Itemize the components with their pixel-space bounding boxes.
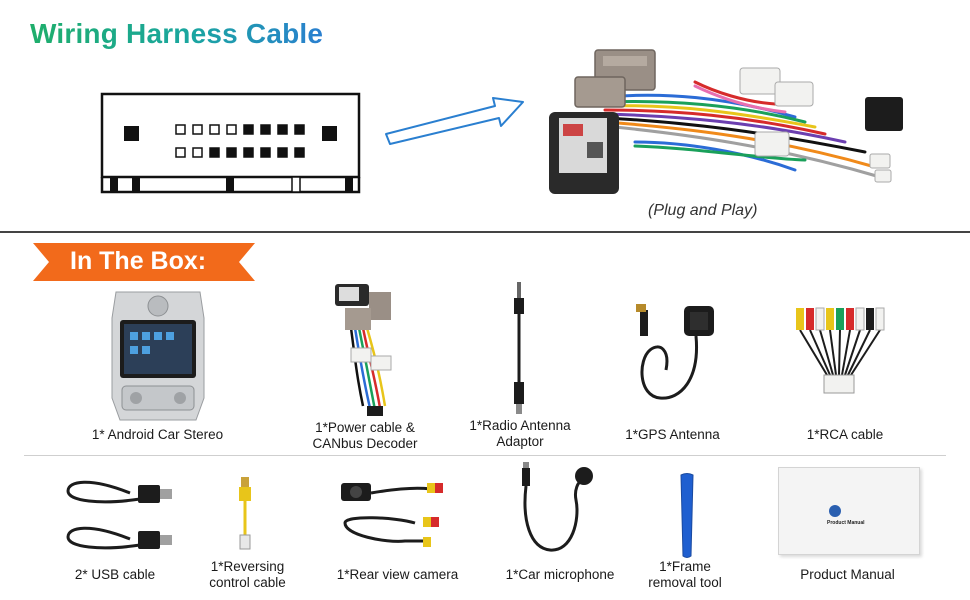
frame-removal-tool-image (680, 473, 694, 558)
plug-and-play-caption: (Plug and Play) (648, 202, 758, 219)
item-label-radio-antenna: 1*Radio Antenna Adaptor (455, 418, 585, 450)
item-label-car-stereo: 1* Android Car Stereo (91, 427, 224, 442)
item-label-reversing-cable-line1: 1*Reversing (210, 559, 285, 574)
car-microphone-image (522, 462, 593, 552)
page-title: Wiring Harness Cable (30, 18, 324, 49)
item-label-power-cable-line1: 1*Power cable & (315, 420, 415, 435)
row-divider (24, 455, 946, 456)
gps-antenna-image (636, 304, 714, 400)
item-label-radio-antenna-line1: 1*Radio Antenna (469, 418, 571, 433)
item-label-frame-tool-line2: removal tool (648, 575, 722, 590)
item-label-power-cable: 1*Power cable & CANbus Decoder (295, 420, 435, 452)
reversing-control-cable-image (239, 477, 251, 550)
product-manual-image: Product Manual (778, 467, 920, 555)
arrow-icon (385, 97, 524, 145)
power-cable-canbus-image (335, 284, 392, 416)
item-label-power-cable-line2: CANbus Decoder (312, 436, 418, 451)
item-label-rear-camera: 1*Rear view camera (336, 567, 459, 582)
rear-view-camera-image (341, 483, 443, 547)
section-divider (0, 231, 970, 233)
item-label-usb-cable: 2* USB cable (74, 567, 156, 582)
rca-cable-image (796, 307, 885, 394)
item-label-reversing-cable: 1*Reversing control cable (195, 559, 300, 591)
item-label-rca-cable: 1*RCA cable (806, 427, 884, 442)
radio-antenna-adaptor-image (514, 282, 524, 414)
item-label-gps-antenna: 1*GPS Antenna (625, 427, 720, 442)
in-the-box-label: In The Box: (70, 247, 207, 275)
item-label-product-manual: Product Manual (800, 567, 895, 582)
item-label-car-microphone: 1*Car microphone (505, 567, 615, 582)
item-label-reversing-cable-line2: control cable (209, 575, 286, 590)
connector-pin-diagram (100, 92, 361, 194)
manual-logo-icon (829, 505, 841, 517)
item-label-frame-tool: 1*Frame removal tool (635, 559, 735, 591)
android-car-stereo-image (111, 291, 205, 421)
manual-cover-title: Product Manual (827, 520, 865, 526)
usb-cable-image (66, 480, 172, 550)
item-label-frame-tool-line1: 1*Frame (659, 559, 711, 574)
item-label-radio-antenna-line2: Adaptor (496, 434, 544, 449)
wiring-harness-image (549, 49, 903, 194)
in-the-box-badge (33, 243, 255, 281)
